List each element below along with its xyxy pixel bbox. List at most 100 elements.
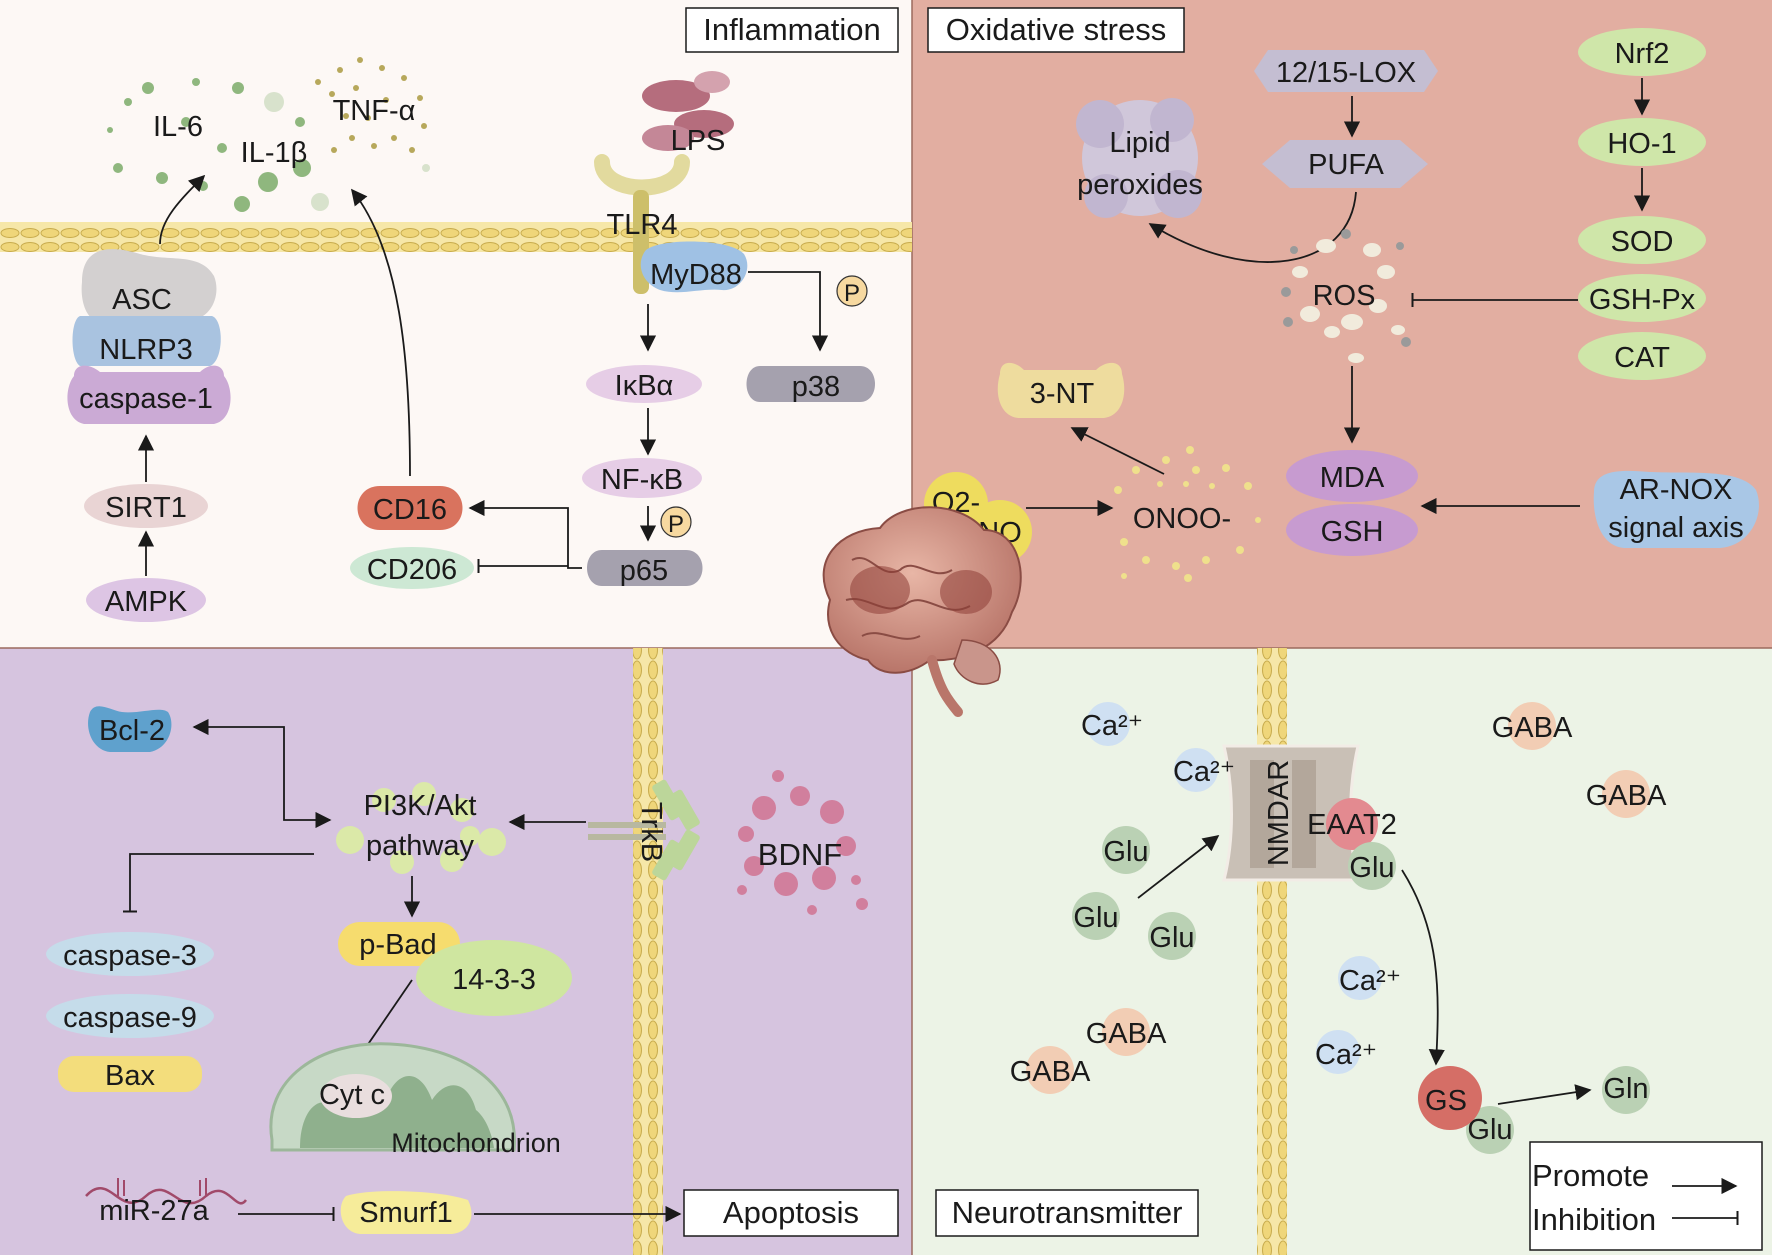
nt3-label: 3-NT <box>1030 378 1095 410</box>
eaat2-node <box>1326 798 1378 850</box>
sirt1-label: SIRT1 <box>105 492 187 524</box>
trkb-label: TrkB <box>635 802 667 862</box>
ikba-label: IκBα <box>615 370 674 402</box>
lox-label: 12/15-LOX <box>1276 57 1416 89</box>
phospho-marker-p38 <box>836 275 868 307</box>
cat-node <box>1578 332 1706 380</box>
glu-5 <box>1466 1106 1514 1154</box>
trkb-receptor <box>588 779 700 881</box>
neuro-membrane <box>1257 648 1287 1255</box>
gsh-node <box>1286 504 1418 556</box>
tnfa-label: TNF-α <box>333 95 416 127</box>
gaba-4 <box>1026 1046 1074 1094</box>
gaba-1 <box>1508 702 1556 750</box>
caspase9-node <box>46 994 214 1038</box>
sod-node <box>1578 216 1706 264</box>
arrow-inflammasome-cytokines <box>159 174 206 245</box>
inflammation-title: Inflammation <box>703 12 880 47</box>
apoptosis-label: Apoptosis <box>723 1195 859 1230</box>
caspase3-node <box>46 932 214 976</box>
p65-label: p65 <box>620 555 668 587</box>
arrow-p65-cd16 <box>468 499 582 569</box>
ho1-label: HO-1 <box>1607 128 1676 160</box>
asc-node <box>81 249 217 321</box>
oxidative-title: Oxidative stress <box>946 12 1167 47</box>
bcl2-label: Bcl-2 <box>99 715 165 747</box>
arnox-label-2: signal axis <box>1608 512 1743 544</box>
eaat2-label: EAAT2 <box>1307 809 1397 841</box>
mir27a-icon <box>85 1178 248 1205</box>
neuro-title: Neurotransmitter <box>952 1195 1183 1230</box>
nlrp3-node <box>72 316 221 366</box>
nlrp3-label: NLRP3 <box>99 334 193 366</box>
pufa-node <box>1262 140 1428 188</box>
glu-label-4: Glu <box>1349 852 1394 884</box>
lox-node <box>1254 50 1438 92</box>
ros-cloud <box>1281 229 1411 363</box>
sod-label: SOD <box>1611 226 1674 258</box>
arrow-cd16-cytokines <box>350 188 411 477</box>
gaba-label-4: GABA <box>1010 1056 1091 1088</box>
cd16-node <box>357 486 463 530</box>
ho1-node <box>1578 118 1706 166</box>
p38-node <box>746 366 875 402</box>
bax-node <box>58 1056 202 1092</box>
apoptosis-box <box>683 1189 899 1237</box>
svg-text:P: P <box>668 511 684 538</box>
nt3-node <box>997 362 1125 418</box>
lps-label: LPS <box>671 125 726 157</box>
bax-label: Bax <box>105 1060 155 1092</box>
glu-1 <box>1102 826 1150 874</box>
mitochondrion-label: Mitochondrion <box>391 1128 561 1158</box>
caspase1-node <box>67 365 231 424</box>
lipid-peroxides-icon <box>1076 98 1202 218</box>
gaba-2 <box>1602 770 1650 818</box>
glu-label-5: Glu <box>1467 1114 1512 1146</box>
pbad-node <box>338 922 460 966</box>
arnox-label-1: AR-NOX <box>1620 474 1733 506</box>
ca-ion-4 <box>1316 1030 1360 1074</box>
ca-label-1: Ca²⁺ <box>1081 710 1143 742</box>
nfkb-label: NF-κB <box>601 464 683 496</box>
gaba-label-1: GABA <box>1492 712 1573 744</box>
glu-label-2: Glu <box>1073 902 1118 934</box>
cat-label: CAT <box>1614 342 1670 374</box>
arrow-pi3k-bcl2 <box>192 718 332 829</box>
arrow-onoo-nt3 <box>1070 427 1165 475</box>
legend-inhibition-label: Inhibition <box>1532 1202 1656 1237</box>
bdnf-cloud <box>737 770 868 915</box>
gshpx-node <box>1578 274 1706 322</box>
gs-node <box>1418 1066 1482 1130</box>
apoptosis-membrane <box>633 648 663 1255</box>
arrow-gs-gln <box>1497 1084 1592 1105</box>
ca-ion-3 <box>1338 956 1382 1000</box>
nrf2-label: Nrf2 <box>1615 38 1670 70</box>
gsh-label: GSH <box>1321 516 1384 548</box>
pi3k-label-1: PI3K/Akt <box>364 790 477 822</box>
nrf2-node <box>1578 28 1706 76</box>
glu-label-1: Glu <box>1103 836 1148 868</box>
pi3k-label-2: pathway <box>366 830 475 862</box>
lipid-peroxides-label-2: peroxides <box>1077 169 1203 201</box>
cytokine-cloud <box>107 57 430 212</box>
sirt1-node <box>84 484 208 528</box>
ca-label-4: Ca²⁺ <box>1315 1039 1377 1071</box>
gaba-label-3: GABA <box>1086 1018 1167 1050</box>
gln-node <box>1602 1066 1650 1114</box>
lipid-peroxides-label-1: Lipid <box>1109 127 1170 159</box>
arrow-pufa-lipid <box>1148 191 1357 263</box>
lps-icon <box>642 71 734 151</box>
caspase9-label: caspase-9 <box>63 1002 197 1034</box>
phospho-marker-p65 <box>660 506 692 538</box>
ca-ion-2 <box>1174 748 1218 792</box>
nfkb-node <box>582 458 702 498</box>
gaba-label-2: GABA <box>1586 780 1667 812</box>
asc-label: ASC <box>112 284 172 316</box>
ros-label: ROS <box>1313 280 1376 312</box>
mda-label: MDA <box>1320 462 1385 494</box>
p38-label: p38 <box>792 371 840 403</box>
cd206-node <box>350 547 474 589</box>
caspase1-label: caspase-1 <box>79 383 213 415</box>
